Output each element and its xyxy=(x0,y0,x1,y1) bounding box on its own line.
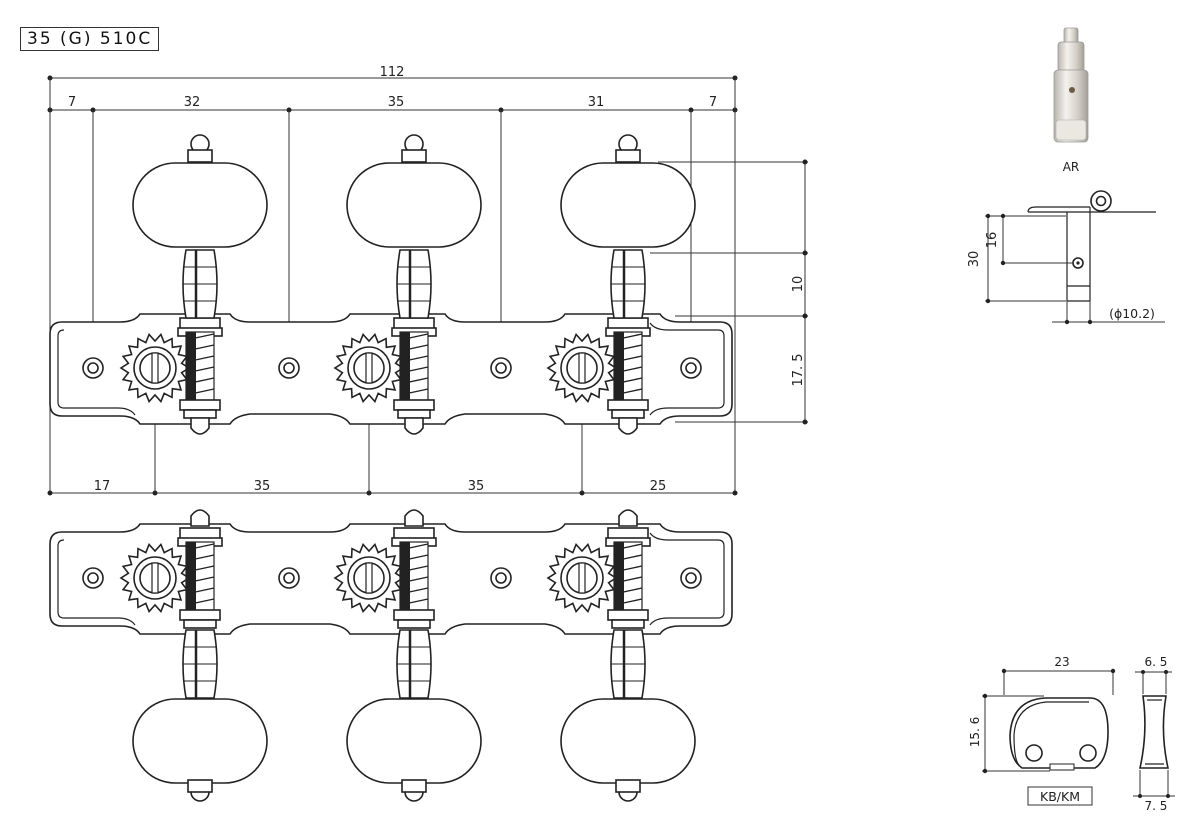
button-profile-drawing xyxy=(982,668,1116,774)
dim-button-23: 23 xyxy=(1054,655,1069,669)
model-code-label: 35 (G) 510C xyxy=(20,27,160,51)
top-dimension-lines xyxy=(47,75,808,496)
button-edge-drawing xyxy=(1133,670,1175,798)
tuner-post xyxy=(346,509,482,802)
dim-overall-112: 112 xyxy=(380,65,405,80)
post-group-bottom xyxy=(132,509,696,802)
dim-bottom-35-b: 35 xyxy=(468,479,485,494)
worm-gear xyxy=(333,543,405,613)
dim-top-35: 35 xyxy=(388,95,405,110)
dim-button-15-6: 15. 6 xyxy=(968,717,982,748)
dim-roller-diameter: (ϕ10.2) xyxy=(1109,306,1155,321)
worm-gear xyxy=(119,333,191,403)
tuner-button xyxy=(560,698,696,784)
dim-top-32: 32 xyxy=(184,95,201,110)
dim-button-7-5: 7. 5 xyxy=(1145,799,1168,813)
post-group-top xyxy=(132,134,696,435)
tuner-post xyxy=(560,509,696,802)
mounting-hole xyxy=(490,357,512,379)
gear-group-top xyxy=(119,333,618,403)
tuner-post xyxy=(346,134,482,435)
worm-gear xyxy=(119,543,191,613)
dim-button-6-5: 6. 5 xyxy=(1145,655,1168,669)
button-label-kb-km: KB/KM xyxy=(1040,789,1080,804)
tuner-post xyxy=(132,134,268,435)
dim-bottom-35-a: 35 xyxy=(254,479,271,494)
roller-3d-illustration xyxy=(1053,27,1089,143)
mounting-hole xyxy=(680,357,702,379)
mounting-hole xyxy=(82,357,104,379)
tuner-post xyxy=(132,509,268,802)
worm-gear xyxy=(546,333,618,403)
roller-label-ar: AR xyxy=(1063,160,1080,174)
worm-gear xyxy=(333,333,405,403)
gear-group-bottom xyxy=(119,543,618,613)
mounting-hole xyxy=(490,567,512,589)
mounting-hole xyxy=(82,567,104,589)
mounting-hole xyxy=(680,567,702,589)
tuner-button xyxy=(346,162,482,248)
dim-right-17-5: 17. 5 xyxy=(791,353,806,386)
tuner-button xyxy=(132,698,268,784)
tuner-post xyxy=(560,134,696,435)
tuner-button xyxy=(346,698,482,784)
dim-roller-16: 16 xyxy=(985,232,1000,249)
dim-right-10: 10 xyxy=(791,276,806,293)
dim-bottom-25: 25 xyxy=(650,479,667,494)
worm-gear xyxy=(546,543,618,613)
tuner-button xyxy=(132,162,268,248)
dim-top-7-left: 7 xyxy=(68,95,76,110)
mounting-hole xyxy=(278,567,300,589)
dim-top-7-right: 7 xyxy=(709,95,717,110)
mounting-hole xyxy=(278,357,300,379)
tuner-button xyxy=(560,162,696,248)
roller-side-drawing xyxy=(985,190,1165,325)
button-label-box xyxy=(1027,786,1093,806)
dim-top-31: 31 xyxy=(588,95,605,110)
dim-bottom-17: 17 xyxy=(94,479,111,494)
dim-roller-30: 30 xyxy=(967,251,982,268)
